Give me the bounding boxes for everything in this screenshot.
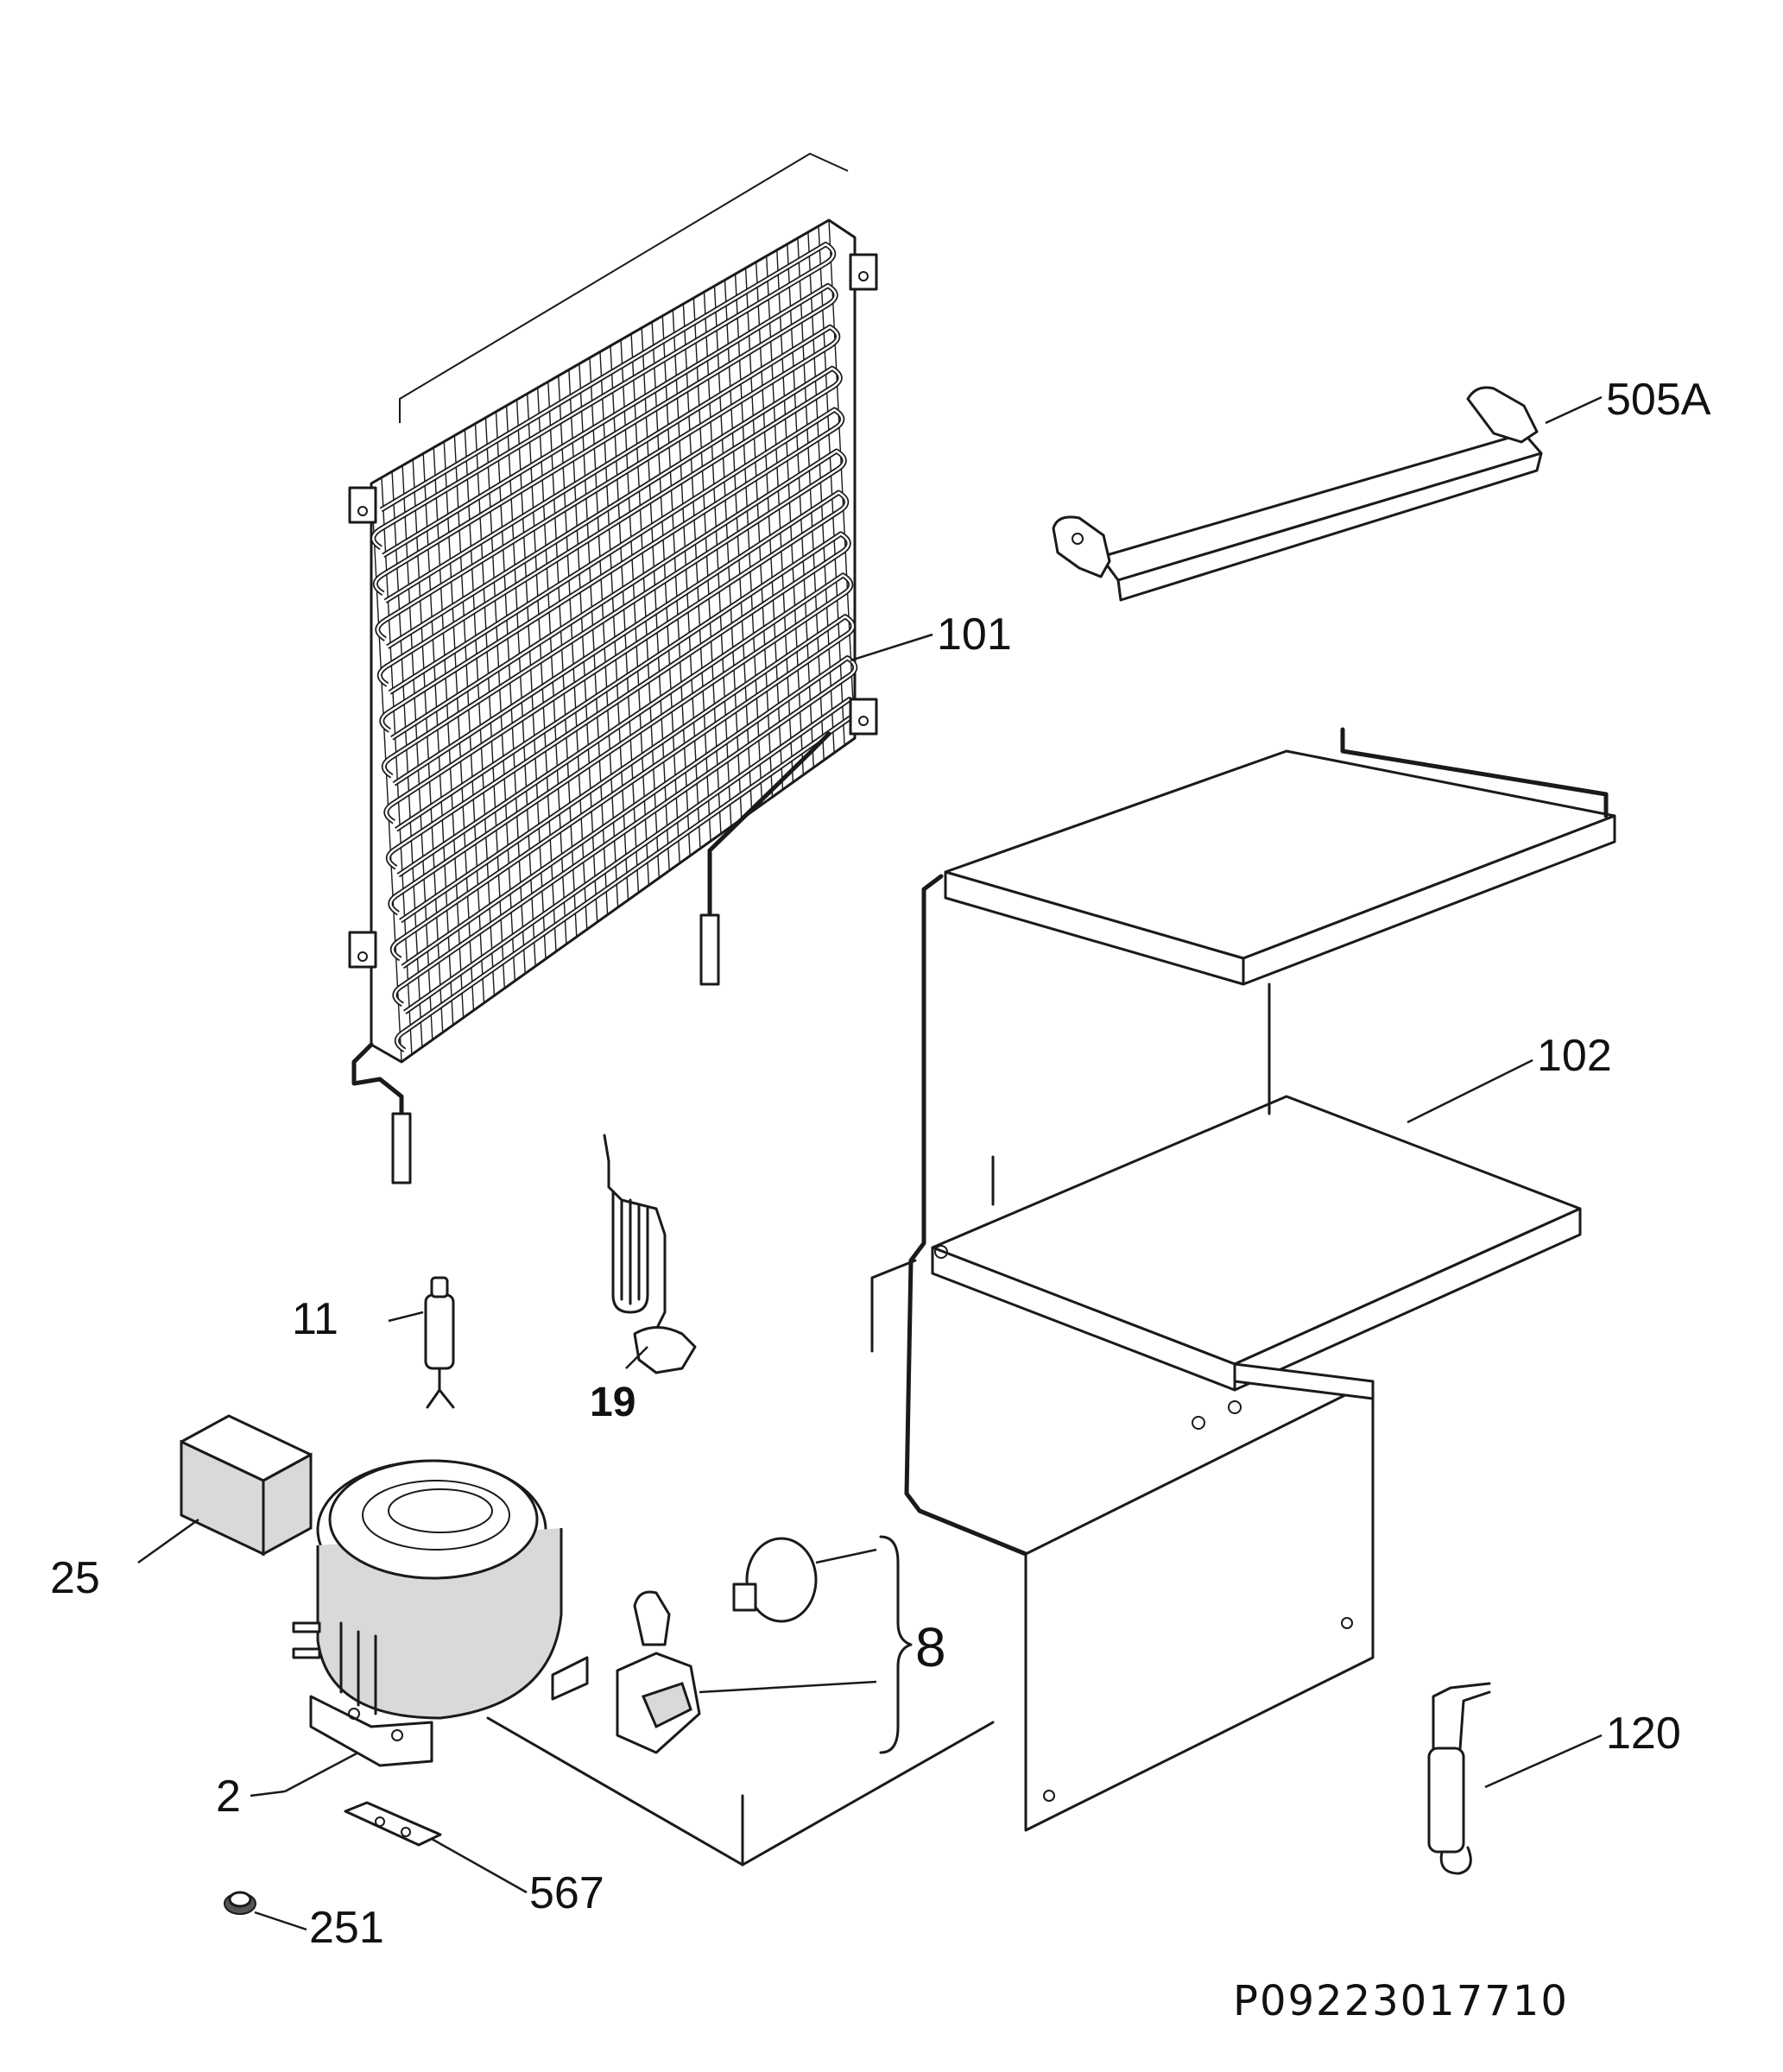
condenser-wire xyxy=(776,250,804,775)
condenser-tube-segment xyxy=(372,243,835,549)
thermostat-capillary-drawing xyxy=(1427,1682,1603,1875)
label-relay-kit: 8 xyxy=(915,1616,946,1678)
label-capacitor-box: 25 xyxy=(50,1553,100,1603)
condenser-wire xyxy=(703,292,732,827)
label-condenser: 101 xyxy=(937,610,1012,660)
condenser-tube-segment xyxy=(391,615,855,960)
condenser-tube-segment xyxy=(383,450,846,778)
condenser-wire xyxy=(744,268,774,798)
rubber-grommet-drawing xyxy=(224,1891,307,1931)
condenser-wire xyxy=(756,262,784,790)
condenser-wire xyxy=(807,231,835,754)
condenser-wire xyxy=(797,237,825,761)
condenser-tube-segment xyxy=(376,325,839,641)
condenser-tube-segment xyxy=(374,284,838,595)
condenser-tube-segment xyxy=(389,574,852,914)
compressor-drawing xyxy=(250,1459,589,1797)
condenser-wire xyxy=(734,274,763,805)
condenser-wire xyxy=(713,286,743,819)
condenser-wire xyxy=(641,327,670,871)
mounting-plate-drawing xyxy=(344,1801,528,1894)
drawing-number: P09223017710 xyxy=(1233,1977,1569,2025)
condenser-wire xyxy=(651,321,680,863)
condenser-tube-segment xyxy=(385,491,848,824)
condenser-tube-segment xyxy=(381,408,844,732)
label-door-handle: 505A xyxy=(1606,375,1711,425)
condenser-wire xyxy=(599,351,629,900)
condenser-wire xyxy=(630,333,660,878)
condenser-wire xyxy=(828,219,856,739)
door-handle-drawing xyxy=(1052,386,1603,602)
label-compartment-cover: 102 xyxy=(1537,1031,1612,1081)
condenser-wire xyxy=(672,309,701,849)
condenser-wire xyxy=(724,280,753,812)
condenser-wire xyxy=(787,243,814,768)
label-mounting-plate: 567 xyxy=(529,1868,604,1918)
condenser-tube-segment xyxy=(378,367,842,686)
condenser-wire xyxy=(682,303,711,842)
condenser-wire xyxy=(661,315,691,856)
overload-protector-drawing xyxy=(388,1276,455,1409)
condenser-wire xyxy=(766,256,794,783)
condenser-wire xyxy=(589,357,619,908)
condenser-tube-segment xyxy=(394,656,857,1006)
capacitor-box-drawing xyxy=(137,1414,313,1564)
relay-kit-drawing xyxy=(616,1535,913,1754)
label-thermostat-capillary: 120 xyxy=(1606,1709,1681,1759)
condenser-drawing xyxy=(348,152,933,1184)
condenser-wire xyxy=(620,339,650,886)
power-cord-drawing xyxy=(603,1134,697,1374)
condenser-wire xyxy=(818,225,845,746)
condenser-wire xyxy=(610,345,640,894)
label-compressor: 2 xyxy=(216,1772,241,1822)
compartment-cover-drawing xyxy=(486,727,1616,1867)
condenser-tube-segment xyxy=(387,533,850,869)
label-power-cord: 19 xyxy=(590,1380,635,1425)
label-overload-protector: 11 xyxy=(292,1294,338,1344)
condenser-wire xyxy=(692,298,722,834)
label-rubber-grommet: 251 xyxy=(309,1903,384,1953)
